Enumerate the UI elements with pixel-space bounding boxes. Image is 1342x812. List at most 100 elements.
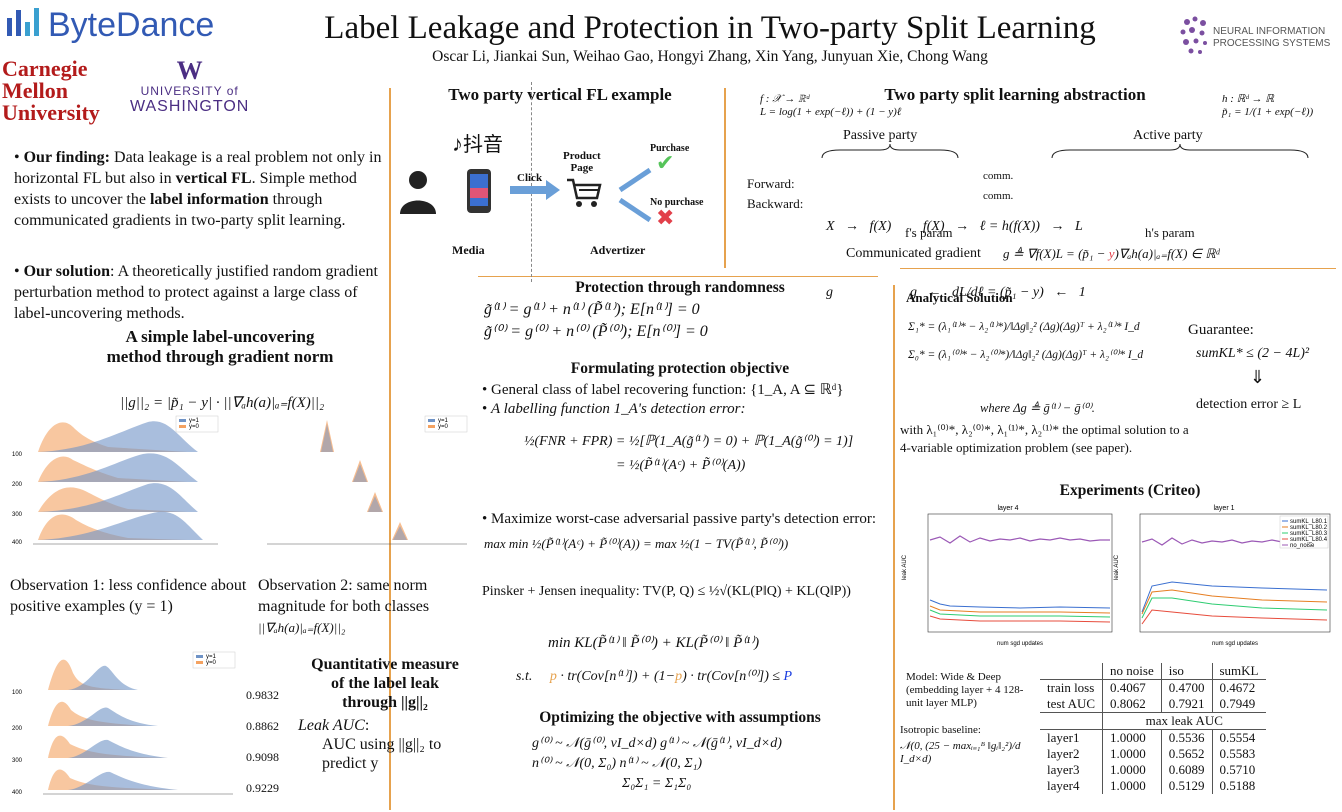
leak-auc-def: Leak AUC: AUC using ||g||₂ to predict y [298,716,473,773]
backward-label: Backward: [747,196,804,211]
table-cell: 1.0000 [1102,746,1162,762]
plot-legend-4: sumKL_L80.4 [1290,537,1328,543]
product-page-line1: Product [563,150,601,162]
finding-label: Our finding: [23,149,111,166]
layer4-plot: layer 4 leak AUC num sgd updates [902,505,1113,647]
table-cell: layer4 [1047,778,1080,793]
bytedance-logo-text: ByteDance [48,6,215,44]
finding-bold2: label information [149,191,269,208]
table-cell: test AUC [1047,696,1096,711]
comm-grad-y: y [1108,246,1115,261]
neurips-brain-icon [1180,16,1207,54]
detection-bound: detection error ≥ L [1196,397,1302,412]
table-cell: 0.5652 [1160,746,1212,762]
ytick-100-bottom: 100 [12,690,23,696]
assumptions-eq3: Σ₀Σ₁ = Σ₁Σ₀ [622,776,692,791]
table-cell: 0.5554 [1211,729,1266,746]
maximize-text: Maximize worst-case adversarial passive … [491,511,877,527]
results-table-wrapper: no noise iso sumKL train loss 0.4067 0.4… [1040,663,1266,794]
leak-value-4: 0.9229 [246,781,279,795]
model-description: Model: Wide & Deep (embedding layer + 4 … [906,671,1024,709]
finding-bullet: • Our finding: Data leakage is a real pr… [14,149,382,229]
legend-y0-right: y=0 [438,424,449,430]
finding-text-c: through communicated gradients in two-pa… [14,191,346,229]
layer1-ylabel: leak AUC [1114,554,1120,580]
table-row: train loss 0.4067 0.4700 0.4672 [1040,679,1266,696]
observation-2-sub: ||∇ₐh(a)|ₐ₌f(X)||₂ [258,620,346,635]
table-cell: 0.4700 [1160,679,1212,696]
assumptions-title: Optimizing the objective with assumption… [539,709,821,726]
protection-title: Protection through randomness [575,279,785,296]
legend-y1-bottom: y=1 [206,654,217,660]
click-arrow [510,180,560,200]
layer1-plot: layer 1 sumKL_L80.1 sumKL_L80.2 sumKL_L8… [1114,505,1331,647]
guarantee-eq: sumKL* ≤ (2 − 4L)² [1196,346,1310,361]
table-cell: train loss [1040,679,1103,696]
table-cell: 0.5188 [1211,778,1266,794]
optimization-eq: min KL(P̃⁽¹⁾ ‖ P̃⁽⁰⁾) + KL(P̃⁽⁰⁾ ‖ P̃⁽¹⁾… [548,635,760,651]
table-cell: 0.4672 [1211,679,1266,696]
f-param-label: f's param [905,225,953,240]
legend-y0: y=0 [189,424,200,430]
active-brace [1051,143,1309,159]
poster-title: Label Leakage and Protection in Two-part… [324,10,1096,46]
split-chains: X → f(X) f(X) → ℓ = h(f(X)) → L g g ← dL… [826,172,1086,326]
table-header-2: iso [1160,663,1212,680]
table-cell: layer3 [1047,762,1080,777]
layer1-xlabel: num sgd updates [1212,641,1258,647]
neurips-line1: NEURAL INFORMATION [1213,26,1326,37]
product-page-line2: Page [570,162,594,174]
table-cell: 0.5536 [1160,729,1212,746]
ytick-400: 400 [12,540,23,546]
maximize-eq: max min ½(P̃⁽¹⁾(Aᶜ) + P̃⁽⁰⁾(A)) = max ½(… [484,536,789,551]
comm-grad-eq-a: g ≜ ∇f(X)L = (p̃₁ − [1003,246,1109,261]
solution-label: Our solution [23,263,111,280]
ytick-200: 200 [12,482,23,488]
uw-logo-bottom: WASHINGTON [130,98,250,115]
table-subheader-row: max leak AUC [1040,712,1266,730]
f-def: f : 𝒳 → ℝᵈ [760,93,810,105]
table-row: layer1 1.0000 0.5536 0.5554 [1040,729,1266,746]
constraint-P: P [783,669,793,684]
finding-text-a: Data leakage is a real problem not only … [14,149,382,187]
table-cell: 0.7949 [1211,696,1266,713]
plot-legend-2: sumKL_L80.2 [1290,525,1328,531]
norm-equation: ||g||₂ = |p̃₁ − y| · ||∇ₐh(a)|ₐ₌f(X)||₂ [120,395,325,411]
maximize-bullet: • Maximize worst-case adversarial passiv… [482,511,877,527]
table-row: layer4 1.0000 0.5129 0.5188 [1040,778,1266,794]
ridge-row-2 [38,453,198,482]
constraint-p1: p [549,669,557,684]
sigma0-eq: Σ₀* = (λ₁⁽⁰⁾* − λ₂⁽⁰⁾*)/‖Δg‖₂² (Δg)(Δg)ᵀ… [908,349,1144,361]
finding-vfl: vertical FL [175,170,252,187]
poster-authors: Oscar Li, Jiankai Sun, Weihao Gao, Hongy… [432,48,988,65]
h-param-label: h's param [1145,225,1195,240]
leak-auc-values: 0.9832 0.8862 0.9098 0.9229 [246,680,279,804]
h-def: h : ℝᵈ → ℝ [1222,93,1274,105]
tiktok-logo: ♪抖音 [452,128,503,157]
detection-error-eq1: ½(FNR + FPR) = ½[ℙ(1_A(g̃⁽¹⁾) = 0) + ℙ(1… [524,434,854,449]
table-header-0 [1040,663,1103,680]
constraint-p2: p [675,669,683,684]
iso-baseline-eq: 𝒩(0, (25 − maxᵢ₌₁ᴮ ‖gᵢ‖₂²)/d I_d×d) [900,740,1021,765]
table-cell: 1.0000 [1102,778,1162,794]
column-divider-left [389,88,391,810]
row-labels: Forward: Backward: [747,174,803,214]
forward-label: Forward: [747,176,795,191]
implies-arrow: ⇓ [1250,367,1266,387]
leak-value-1: 0.9832 [246,688,279,702]
observation-2: Observation 2: same norm magnitude for b… [258,575,473,638]
assumptions-eq1: g⁽⁰⁾ ~ 𝒩(ḡ⁽⁰⁾, vI_d×d) g⁽¹⁾ ~ 𝒩(ḡ⁽¹⁾, vI… [532,736,782,751]
layer1-title: layer 1 [1213,505,1234,512]
ytick-200-bottom: 200 [12,726,23,732]
comm-backward: comm. [983,190,1014,202]
legend-y0-bottom: y=0 [206,660,217,666]
table-cell: 1.0000 [1102,729,1162,746]
h-definitions: h : ℝᵈ → ℝ p̃₁ = 1/(1 + exp(−ℓ)) [1222,93,1313,119]
table-subheader: max leak AUC [1102,712,1266,730]
neurips-logo: NEURAL INFORMATION PROCESSING SYSTEMS [1177,14,1337,58]
ridge-row-4 [38,511,203,540]
split-title: Two party split learning abstraction [884,85,1146,104]
comm-forward: comm. [983,170,1014,182]
cmu-logo-line2: Mellon [2,78,68,103]
comm-grad-eq: g ≜ ∇f(X)L = (p̃₁ − y)∇ₐh(a)|ₐ₌f(X) ∈ ℝᵈ [1003,246,1220,262]
